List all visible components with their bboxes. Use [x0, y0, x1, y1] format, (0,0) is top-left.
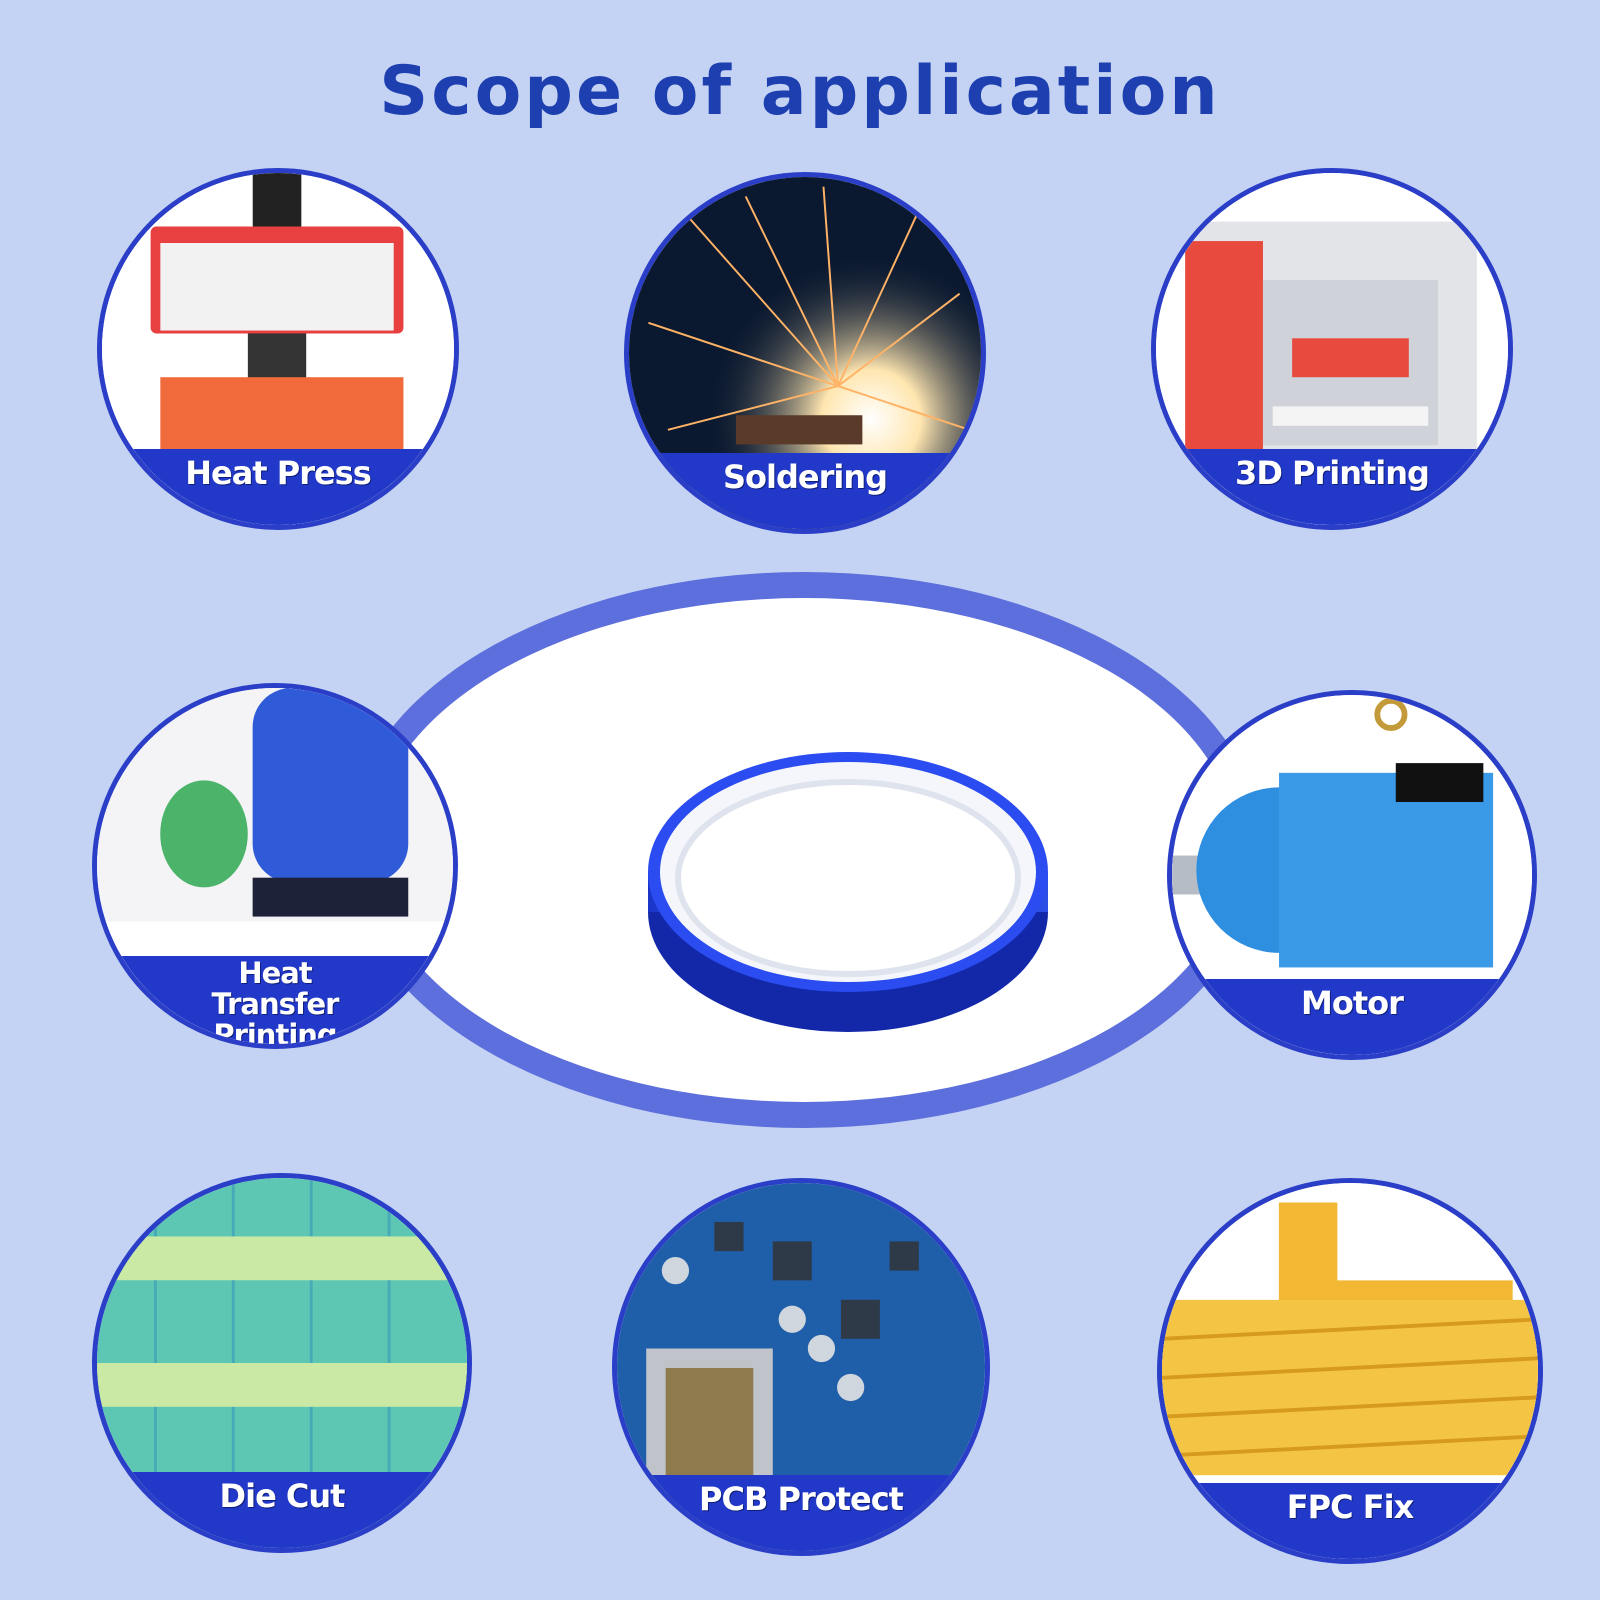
application-heat-press: Heat Press [97, 168, 459, 530]
label-band: 3D Printing [1156, 449, 1508, 525]
application-label: FPC Fix [1286, 1488, 1414, 1526]
label-band: Soldering [629, 453, 981, 529]
application-label: Heat Transfer Printing [211, 956, 340, 1049]
application-pcb-protect: PCB Protect [612, 1178, 990, 1556]
application-motor: Motor [1167, 690, 1537, 1060]
label-band: Heat Press [102, 449, 454, 525]
application-label: Die Cut [219, 1477, 346, 1515]
label-band: Die Cut [97, 1472, 467, 1548]
label-band: Motor [1172, 979, 1532, 1055]
application-label: Soldering [722, 458, 888, 496]
application-die-cut: Die Cut [92, 1173, 472, 1553]
label-band: FPC Fix [1162, 1483, 1538, 1559]
label-band: Heat Transfer Printing [97, 956, 453, 1044]
motor-icon [1172, 695, 1532, 1055]
sparks-icon [629, 177, 981, 529]
application-label: 3D Printing [1235, 454, 1430, 492]
application-label: Motor [1301, 984, 1404, 1022]
label-band: PCB Protect [617, 1475, 985, 1551]
tape-roll-image [648, 752, 1048, 1032]
application-label: PCB Protect [699, 1480, 904, 1518]
application-3d-printing: 3D Printing [1151, 168, 1513, 530]
application-heat-transfer-printing: Heat Transfer Printing [92, 683, 458, 1049]
page-title: Scope of application [379, 52, 1221, 131]
application-label: Heat Press [185, 454, 372, 492]
application-fpc-fix: FPC Fix [1157, 1178, 1543, 1564]
application-soldering: Soldering [624, 172, 986, 534]
